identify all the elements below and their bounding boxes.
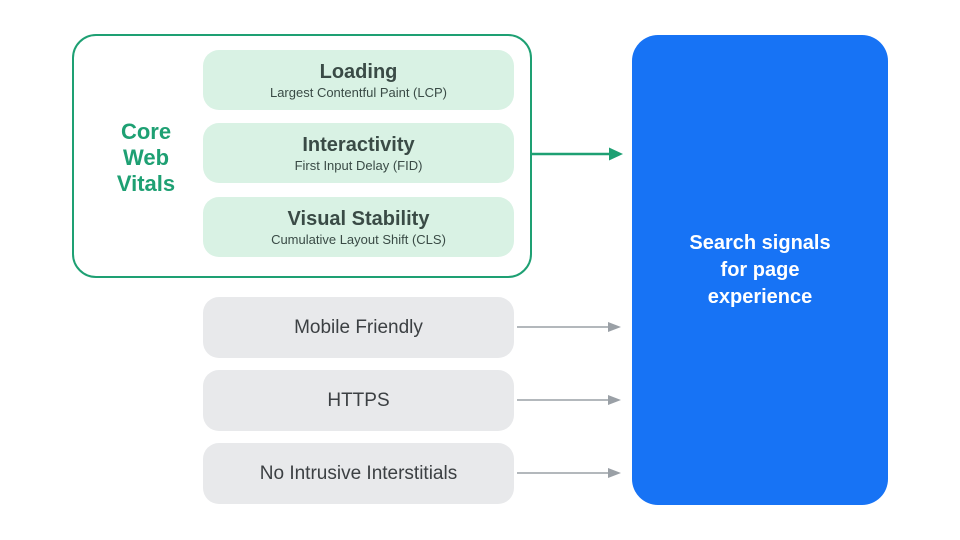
- signal-pill-mobile-friendly-label: Mobile Friendly: [294, 316, 423, 338]
- cwv-pill-visual-stability-subtitle: Cumulative Layout Shift (CLS): [271, 231, 446, 247]
- cwv-pill-interactivity-title: Interactivity: [302, 133, 415, 156]
- arrow-no-intrusive-interstitials: [517, 468, 621, 478]
- signal-pill-no-intrusive-interstitials-label: No Intrusive Interstitials: [259, 462, 458, 484]
- cwv-pill-loading-subtitle: Largest Contentful Paint (LCP): [269, 84, 448, 100]
- arrow-core-web-vitals: [531, 147, 623, 161]
- cwv-pill-interactivity: Interactivity First Input Delay (FID): [203, 123, 514, 183]
- arrow-https: [517, 395, 621, 405]
- cwv-pill-loading-title: Loading: [319, 60, 398, 83]
- cwv-pill-interactivity-subtitle: First Input Delay (FID): [294, 157, 423, 173]
- search-signals-box: Search signals for page experience: [632, 35, 888, 505]
- search-signals-line-1: Search signals: [689, 231, 831, 254]
- cwv-pill-loading: Loading Largest Contentful Paint (LCP): [203, 50, 514, 110]
- signal-pill-https: HTTPS: [203, 370, 514, 431]
- search-signals-line-3: experience: [707, 285, 813, 308]
- signal-pill-mobile-friendly: Mobile Friendly: [203, 297, 514, 358]
- signal-pill-https-label: HTTPS: [327, 389, 390, 411]
- cwv-pill-visual-stability-title: Visual Stability: [287, 207, 430, 230]
- arrow-mobile-friendly: [517, 322, 621, 332]
- search-signals-line-2: for page: [720, 258, 800, 281]
- signal-pill-no-intrusive-interstitials: No Intrusive Interstitials: [203, 443, 514, 504]
- cwv-pill-visual-stability: Visual Stability Cumulative Layout Shift…: [203, 197, 514, 257]
- core-web-vitals-label: Core Web Vitals: [116, 119, 176, 196]
